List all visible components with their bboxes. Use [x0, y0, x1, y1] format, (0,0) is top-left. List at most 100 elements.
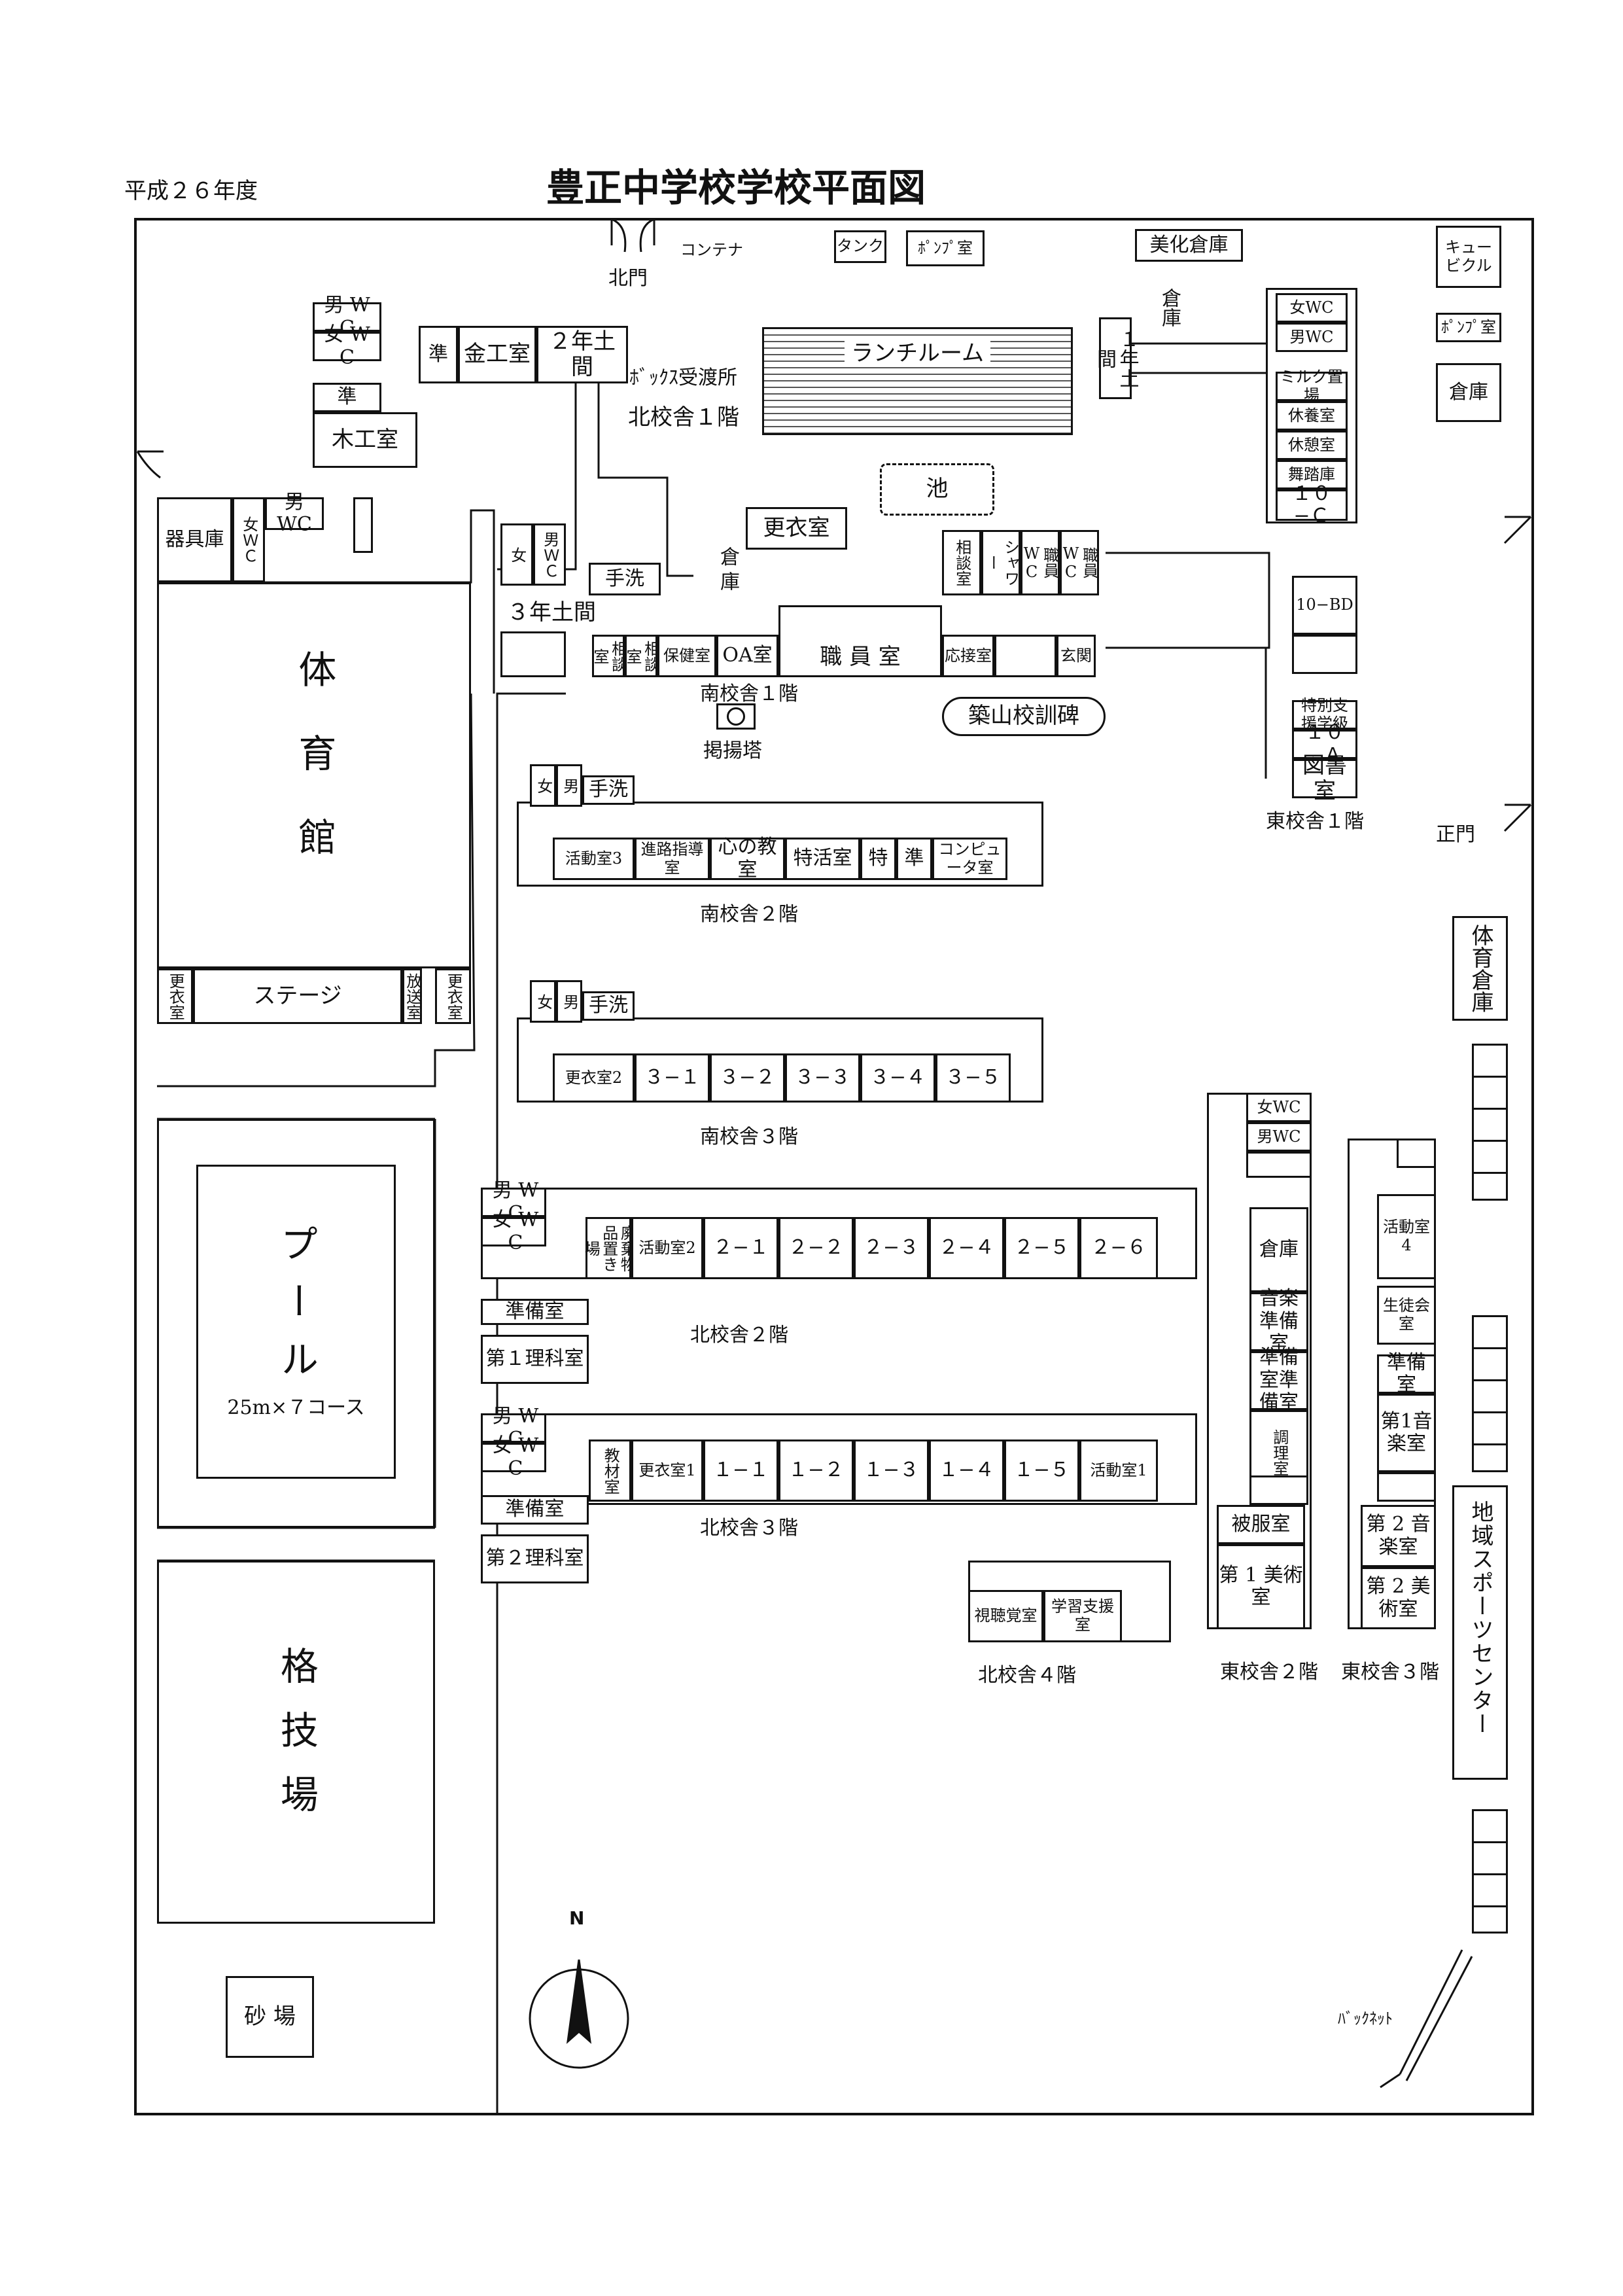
gym-pillar [353, 497, 373, 553]
north-gate-icon [610, 218, 655, 253]
entrance-hall: 玄関 [1056, 635, 1096, 677]
health-room: 保健室 [657, 635, 716, 677]
south3-mens-wc: 男 [556, 980, 582, 1023]
metalshop: 金工室 [458, 326, 536, 383]
pump-room: ﾎﾟﾝﾌﾟ室 [906, 230, 985, 266]
corridor-east-icon [1132, 342, 1270, 374]
south1-label: 南校舎１階 [700, 682, 798, 705]
north2-room-1: 活動室2 [631, 1217, 703, 1279]
staff-room: 職 員 室 [778, 605, 942, 677]
east3-stairs-2 [1377, 1472, 1436, 1502]
south1-mens-wc: 男ＷＣ [533, 523, 566, 586]
north2-room-4: ２−３ [854, 1217, 929, 1279]
dojo-name: 格技場 [273, 1646, 319, 1839]
science-room-1: 第１理科室 [481, 1335, 589, 1384]
milk-storage: ミルク置場 [1276, 368, 1348, 404]
north3-room-5: １−４ [929, 1439, 1004, 1502]
compass-north-label: N [569, 1907, 585, 1929]
north3-room-3: １−２ [778, 1439, 854, 1502]
north2-prep: 準備室 [481, 1299, 589, 1325]
container-label: コンテナ [680, 241, 743, 259]
south2-room-2: 進路指導室 [635, 838, 710, 880]
pump-room-2: ﾎﾟﾝﾌﾟ室 [1436, 313, 1501, 342]
north2-room-2: ２−１ [703, 1217, 778, 1279]
cubicle: キュービクル [1436, 226, 1501, 288]
gym-equipment-storage: 器具庫 [157, 497, 232, 582]
bleachers-1 [1472, 1044, 1508, 1201]
east2-stairs [1246, 1152, 1312, 1178]
south1-stairs-2 [994, 635, 1056, 677]
class-10c: １０−Ｃ [1276, 482, 1348, 527]
east2-womens-wc: 女WC [1246, 1093, 1312, 1122]
east1-womens-wc: 女WC [1276, 293, 1348, 323]
counsel-room-1: 相談室 [591, 635, 627, 677]
south1-washroom: 手洗 [589, 563, 661, 595]
flagpole-base [716, 703, 756, 730]
shower: シャワー [981, 530, 1021, 595]
reception-room: 応接室 [942, 635, 994, 677]
east3-label: 東校舎３階 [1341, 1661, 1439, 1684]
west-gate-icon [136, 450, 164, 479]
music-room-1: 第1音楽室 [1377, 1394, 1436, 1472]
gym-mens-wc: 男 WC [265, 491, 324, 536]
corridor-mid-icon [597, 363, 693, 577]
south2-room-3: 心の教室 [710, 836, 785, 881]
flagpole-label: 掲揚塔 [703, 739, 762, 762]
north3-room-1: 更衣室1 [631, 1439, 703, 1502]
north2-mens-wc: 男 W C [481, 1179, 546, 1224]
east2-stairs-2 [1249, 1475, 1308, 1505]
bleachers-3 [1472, 1809, 1508, 1934]
south2-mens-wc: 男 [556, 764, 582, 807]
north1-prep: 準 [313, 383, 381, 412]
student-council-room: 生徒会室 [1377, 1286, 1436, 1345]
special-support-class: 特別支援学級 [1292, 696, 1357, 732]
lunch-room: ランチルーム [762, 327, 1073, 435]
north1-womens-wc: 女 W C [313, 323, 381, 368]
north4-room-1: 視聴覚室 [968, 1590, 1043, 1642]
gym-broadcast-room: 放送室 [402, 968, 422, 1024]
south3-room-5: ３−４ [860, 1053, 935, 1103]
south2-room-1: 活動室3 [553, 838, 635, 880]
east2-mens-wc: 男WC [1246, 1122, 1312, 1152]
east2-label: 東校舎２階 [1220, 1661, 1318, 1684]
north3-room-7: 活動室1 [1079, 1439, 1158, 1502]
east-gate-icon [1503, 516, 1532, 544]
lunch-room-label: ランチルーム [845, 340, 990, 367]
consult-room-3: 相談室 [942, 530, 981, 595]
east1-block: 女WC 男WC ミルク置場 休養室 休憩室 舞踏庫 １０−Ｃ [1266, 288, 1357, 527]
north2-room-3: ２−２ [778, 1217, 854, 1279]
class-10bd: 10−BD [1292, 576, 1357, 635]
south2-room-7: コンピュータ室 [932, 838, 1007, 880]
activity-room-4: 活動室4 [1377, 1194, 1436, 1279]
bleachers-2 [1472, 1315, 1508, 1472]
north-gate-label: 北門 [608, 267, 648, 290]
north1-prep2: 準 [419, 326, 458, 383]
main-gate-icon [1503, 804, 1532, 832]
monument: 築山校訓碑 [942, 697, 1106, 736]
art-room-2: 第 2 美術室 [1361, 1567, 1436, 1629]
south3-room-1: 更衣室2 [553, 1053, 635, 1103]
gym-womens-wc: 女ＷＣ [232, 497, 265, 582]
north3-room-2: １−１ [703, 1439, 778, 1502]
north3-room-4: １−３ [854, 1439, 929, 1502]
corridor-wall-icon [496, 692, 566, 2113]
tank: タンク [834, 230, 886, 263]
storage-ne: 倉庫 [1436, 363, 1501, 422]
music-prep-room: 音楽準備室 [1249, 1288, 1308, 1355]
south2-room-6: 準 [896, 838, 932, 880]
gym-changing-room: 更衣室 [157, 968, 193, 1024]
class-10a: １０−Ａ [1292, 721, 1357, 766]
south1-storage: 倉庫 [716, 546, 739, 596]
north3-mens-wc: 男 W C [481, 1405, 546, 1450]
north2-room-5: ２−４ [929, 1217, 1004, 1279]
north2-room-6: ２−５ [1004, 1217, 1079, 1279]
south2-washroom: 手洗 [582, 775, 635, 805]
compass-needle-icon [566, 1959, 592, 2044]
south3-room-3: ３−２ [710, 1053, 785, 1103]
box-office: ﾎﾞｯｸｽ受渡所 [629, 366, 737, 389]
north3-label: 北校舎３階 [700, 1517, 798, 1540]
east2-prep-rooms: 準備室準備室 [1249, 1347, 1308, 1414]
martial-arts-hall: 格技場 [157, 1561, 435, 1924]
disposal-storage: 廃棄物品置き場 [582, 1217, 636, 1279]
